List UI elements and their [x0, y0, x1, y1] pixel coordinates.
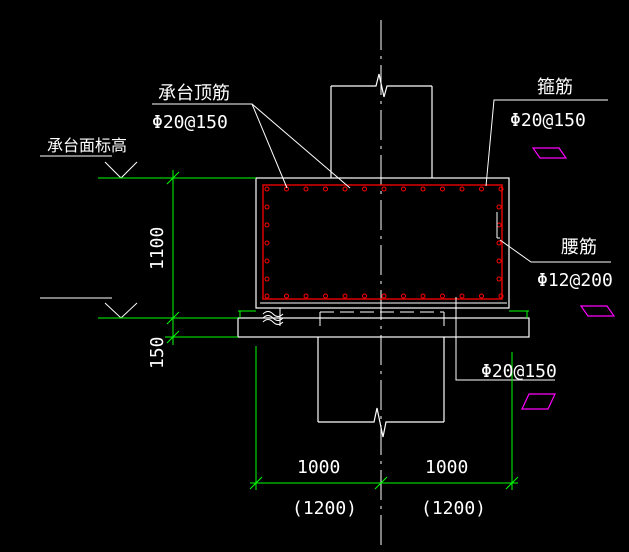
rebar-dot	[323, 186, 328, 192]
label-waist-rebar: 腰筋	[561, 237, 597, 258]
section-markers	[521, 147, 616, 410]
rebar-dot	[498, 293, 504, 299]
dim-left-width: 1000	[297, 457, 340, 478]
marker-waist	[579, 305, 616, 317]
marker-bottom	[521, 393, 556, 410]
label-waist-rebar-spec: Φ12@200	[537, 270, 613, 291]
rebar-dot	[303, 293, 309, 299]
rebar-dot	[496, 240, 502, 246]
rebar-dot	[496, 222, 502, 228]
label-bottom-rebar-spec: Φ20@150	[481, 361, 557, 382]
elevation-extension-lines	[98, 177, 256, 338]
rebar-dot	[479, 293, 484, 299]
rebar-dot	[264, 222, 270, 228]
cushion-layer	[237, 317, 530, 338]
label-top-rebar-spec: Φ20@150	[152, 112, 228, 133]
rebar-dot	[496, 204, 502, 210]
rebar-dot	[381, 293, 387, 299]
pile-cap-outline	[255, 177, 510, 309]
dim-cap-height: 1100	[147, 227, 168, 270]
rebar-dot	[362, 186, 367, 192]
rebar-dot	[401, 293, 406, 299]
rebar-dot	[342, 293, 348, 299]
rebar-dot	[323, 293, 328, 299]
rebar-dot	[401, 186, 406, 192]
rebar-dot	[264, 293, 270, 299]
dim-right-width-alt: (1200)	[421, 498, 486, 519]
rebar-dot	[303, 186, 309, 192]
rebar-dot	[496, 276, 502, 282]
rebar-dot	[362, 293, 367, 299]
rebar-dot	[342, 186, 348, 192]
cushion-ground-marks	[238, 310, 529, 318]
rebar-dot	[264, 258, 270, 264]
label-top-rebar: 承台顶筋	[158, 83, 230, 104]
label-stirrup: 箍筋	[537, 77, 573, 98]
rebar-dot	[459, 293, 465, 299]
rebar-dot	[440, 293, 445, 299]
rebar-dot	[264, 240, 270, 246]
elevation-marks	[40, 155, 138, 319]
rebar-dots	[264, 186, 504, 299]
rebar-dot	[440, 186, 445, 192]
rebar-dot	[284, 293, 289, 299]
rebar-dot	[498, 186, 504, 192]
anchor-spring-symbol	[262, 308, 284, 326]
rebar-dot	[264, 186, 270, 192]
marker-stirrup	[531, 147, 568, 159]
leader-lines	[152, 99, 611, 381]
dim-cushion-thickness: 150	[147, 336, 168, 369]
waist-rebar-hooks	[496, 212, 500, 239]
pile-outline	[317, 337, 445, 438]
column-outline	[330, 73, 433, 178]
rebar-dot	[264, 276, 270, 282]
label-cap-top-elevation: 承台面标高	[47, 136, 127, 155]
label-stirrup-spec: Φ20@150	[510, 110, 586, 131]
rebar-dot	[264, 204, 270, 210]
rebar-dot	[420, 293, 426, 299]
dim-left-width-alt: (1200)	[292, 498, 357, 519]
rebar-cage	[262, 184, 503, 300]
dim-right-width: 1000	[425, 457, 468, 478]
rebar-dot	[459, 186, 465, 192]
rebar-dot	[381, 186, 387, 192]
rebar-dot	[479, 186, 484, 192]
vertical-dimension	[166, 170, 180, 345]
horizontal-dimension	[249, 346, 519, 490]
rebar-dot	[420, 186, 426, 192]
bottom-dashed-rebar	[260, 302, 507, 326]
rebar-dot	[496, 258, 502, 264]
